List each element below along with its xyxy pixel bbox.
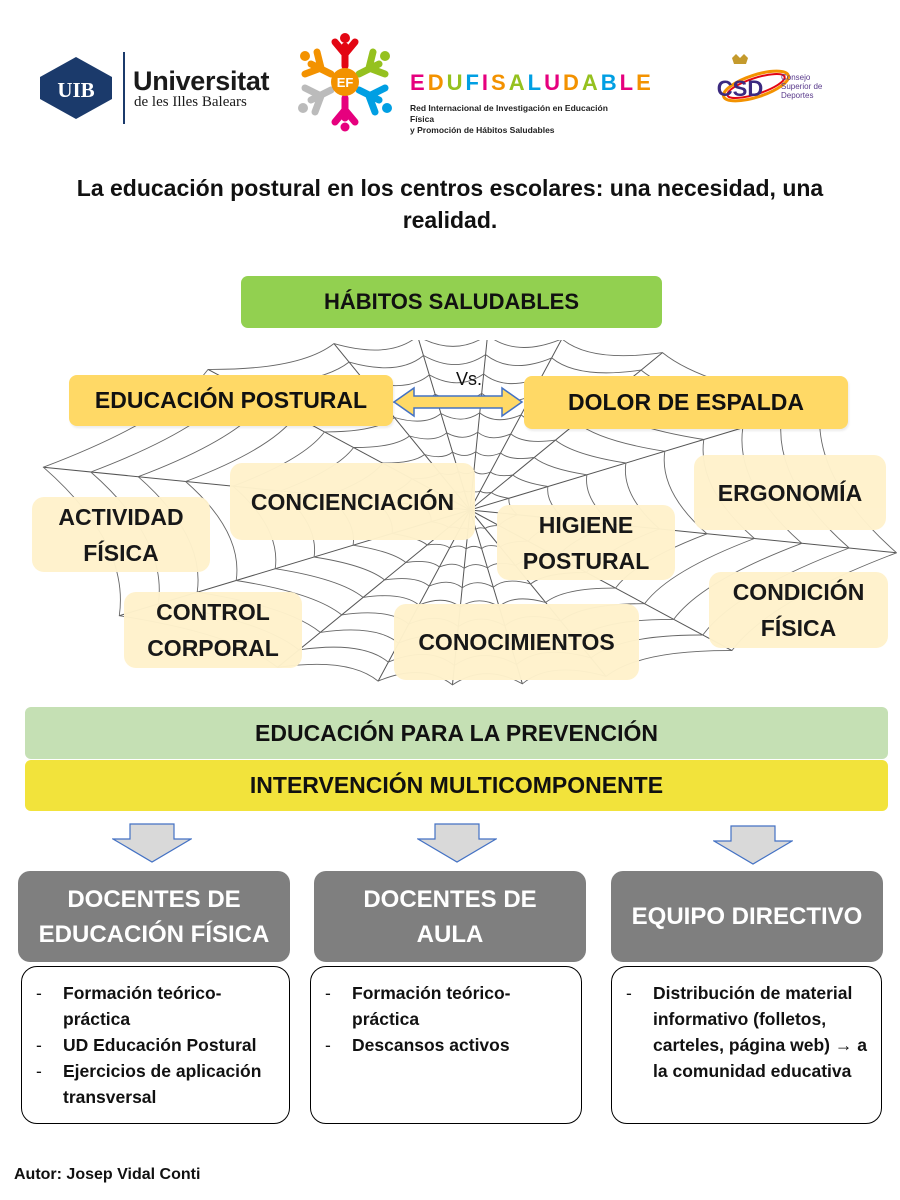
docentes-aula-line-1: DOCENTES DE [363,885,537,913]
list-item: Formación teórico-práctica [325,980,571,1032]
edufisaludable-letter: L [527,70,545,95]
edufisaludable-letter: F [465,70,482,95]
actividad-line-2: FÍSICA [83,539,159,566]
edufisaludable-letter: A [581,70,601,95]
uib-name: Universitat [133,66,270,96]
csd-text-line-3: Deportes [781,91,814,100]
uib-divider [123,52,125,124]
docentes-ef-list: Formación teórico-práctica UD Educación … [21,966,290,1124]
condicion-line-1: CONDICIÓN [732,579,865,605]
edufisaludable-letter: I [481,70,492,95]
edufisaludable-letter: B [600,70,620,95]
page-title: La educación postural en los centros esc… [76,175,824,233]
uib-subtitle: de les Illes Balears [134,94,247,110]
down-arrow-icon [112,823,192,863]
intervencion-band: INTERVENCIÓN MULTICOMPONENTE [25,760,888,811]
habitos-saludables-box: HÁBITOS SALUDABLES [241,276,662,328]
list-item: Distribución de material informativo (fo… [626,980,871,1084]
list-item: Ejercicios de aplicación transversal [36,1058,279,1110]
prevencion-band: EDUCACIÓN PARA LA PREVENCIÓN [25,707,888,759]
edufisaludable-letter: E [410,70,428,95]
edufisaludable-letter: E [636,70,654,95]
edufisaludable-letter: D [562,70,582,95]
edufisaludable-title: EDUFISALUDABLE [410,70,654,96]
down-arrow-icon [417,823,497,863]
docentes-aula-list: Formación teórico-práctica Descansos act… [310,966,582,1124]
control-line-2: CORPORAL [147,635,279,661]
concienciacion-card: CONCIENCIACIÓN [230,463,475,540]
higiene-line-1: HIGIENE [538,511,634,538]
edufisaludable-letter: U [446,70,466,95]
web-thread [469,340,562,511]
edufisaludable-people-icon: EF [298,33,392,132]
ef-badge-text: EF [337,75,354,90]
edufisaludable-letter: U [544,70,563,95]
edufisaludable-subtitle-line-2: y Promoción de Hábitos Saludables [410,125,555,135]
list-item: Descansos activos [325,1032,571,1058]
equipo-directivo-list: Distribución de material informativo (fo… [611,966,882,1124]
condicion-line-2: FÍSICA [760,615,837,641]
higiene-postural-card: HIGIENE POSTURAL [497,505,675,580]
higiene-line-2: POSTURAL [522,547,650,574]
docentes-ef-header: DOCENTES DE EDUCACIÓN FÍSICA [18,871,290,962]
double-arrow-icon [392,386,524,418]
list-item: UD Educación Postural [36,1032,279,1058]
ergonomia-card: ERGONOMÍA [694,455,886,530]
condicion-fisica-card: CONDICIÓN FÍSICA [709,572,888,648]
edufisaludable-subtitle-line-1: Red Internacional de Investigación en Ed… [410,103,608,124]
docentes-aula-line-2: AULA [416,920,484,948]
control-corporal-card: CONTROL CORPORAL [124,592,302,668]
dolor-espalda-box: DOLOR DE ESPALDA [524,376,848,429]
list-item: Formación teórico-práctica [36,980,279,1032]
equipo-directivo-header: EQUIPO DIRECTIVO [611,871,883,962]
actividad-line-1: ACTIVIDAD [58,503,184,530]
down-arrow-icon [713,825,793,865]
docentes-aula-header: DOCENTES DE AULA [314,871,586,962]
csd-logo-icon: CSD [717,54,791,103]
csd-text: Consejo Superior de Deportes [781,73,822,100]
csd-logo-text: CSD [717,76,763,101]
docentes-ef-line-1: DOCENTES DE [67,885,241,913]
control-line-1: CONTROL [156,599,270,625]
versus-label: Vs. [456,369,483,389]
edufisaludable-subtitle: Red Internacional de Investigación en Ed… [410,103,630,136]
conocimientos-card: CONOCIMIENTOS [394,604,639,680]
edufisaludable-letter: S [491,70,509,95]
author-credit: Autor: Josep Vidal Conti [14,1166,201,1183]
edufisaludable-letter: D [427,70,447,95]
docentes-ef-line-2: EDUCACIÓN FÍSICA [38,920,270,948]
edufisaludable-letter: A [508,70,528,95]
csd-text-line-1: Consejo [781,73,811,82]
actividad-fisica-card: ACTIVIDAD FÍSICA [32,497,210,572]
uib-logo-icon: UIB [40,57,112,119]
uib-logo-text: UIB [57,78,94,102]
csd-text-line-2: Superior de [781,82,823,91]
educacion-postural-box: EDUCACIÓN POSTURAL [69,375,393,426]
edufisaludable-letter: L [619,70,637,95]
